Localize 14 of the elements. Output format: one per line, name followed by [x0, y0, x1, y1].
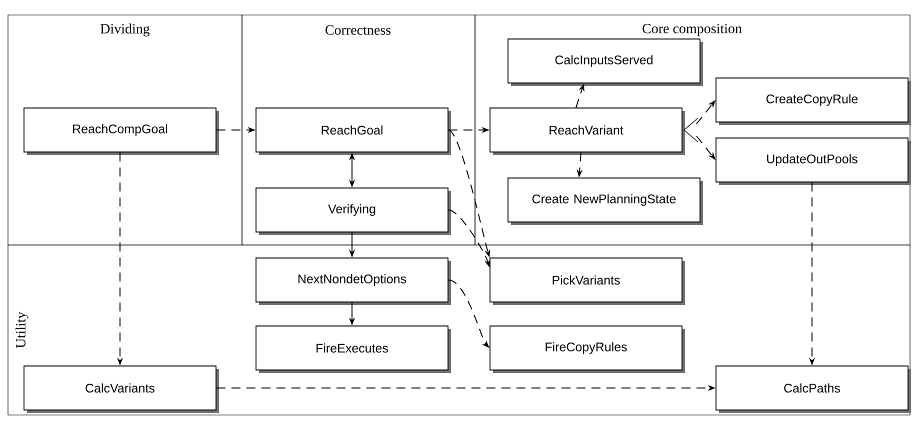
process-box: ReachCompGoal: [24, 108, 219, 155]
process-box: UpdateOutPools: [716, 138, 911, 185]
process-box: CalcPaths: [716, 366, 911, 413]
process-box: CalcInputsServed: [508, 38, 703, 86]
process-box: FireExecutes: [256, 326, 451, 373]
process-box: NextNondetOptions: [256, 258, 451, 305]
process-box: FireCopyRules: [490, 326, 685, 373]
process-box: Create NewPlanningState: [508, 178, 703, 225]
process-box: Verifying: [256, 188, 451, 235]
process-box: ReachGoal: [256, 108, 451, 155]
process-box: CalcVariants: [24, 366, 219, 413]
process-box: ReachVariant: [490, 108, 685, 155]
process-box: PickVariants: [490, 258, 685, 305]
process-box: CreateCopyRule: [716, 78, 911, 125]
